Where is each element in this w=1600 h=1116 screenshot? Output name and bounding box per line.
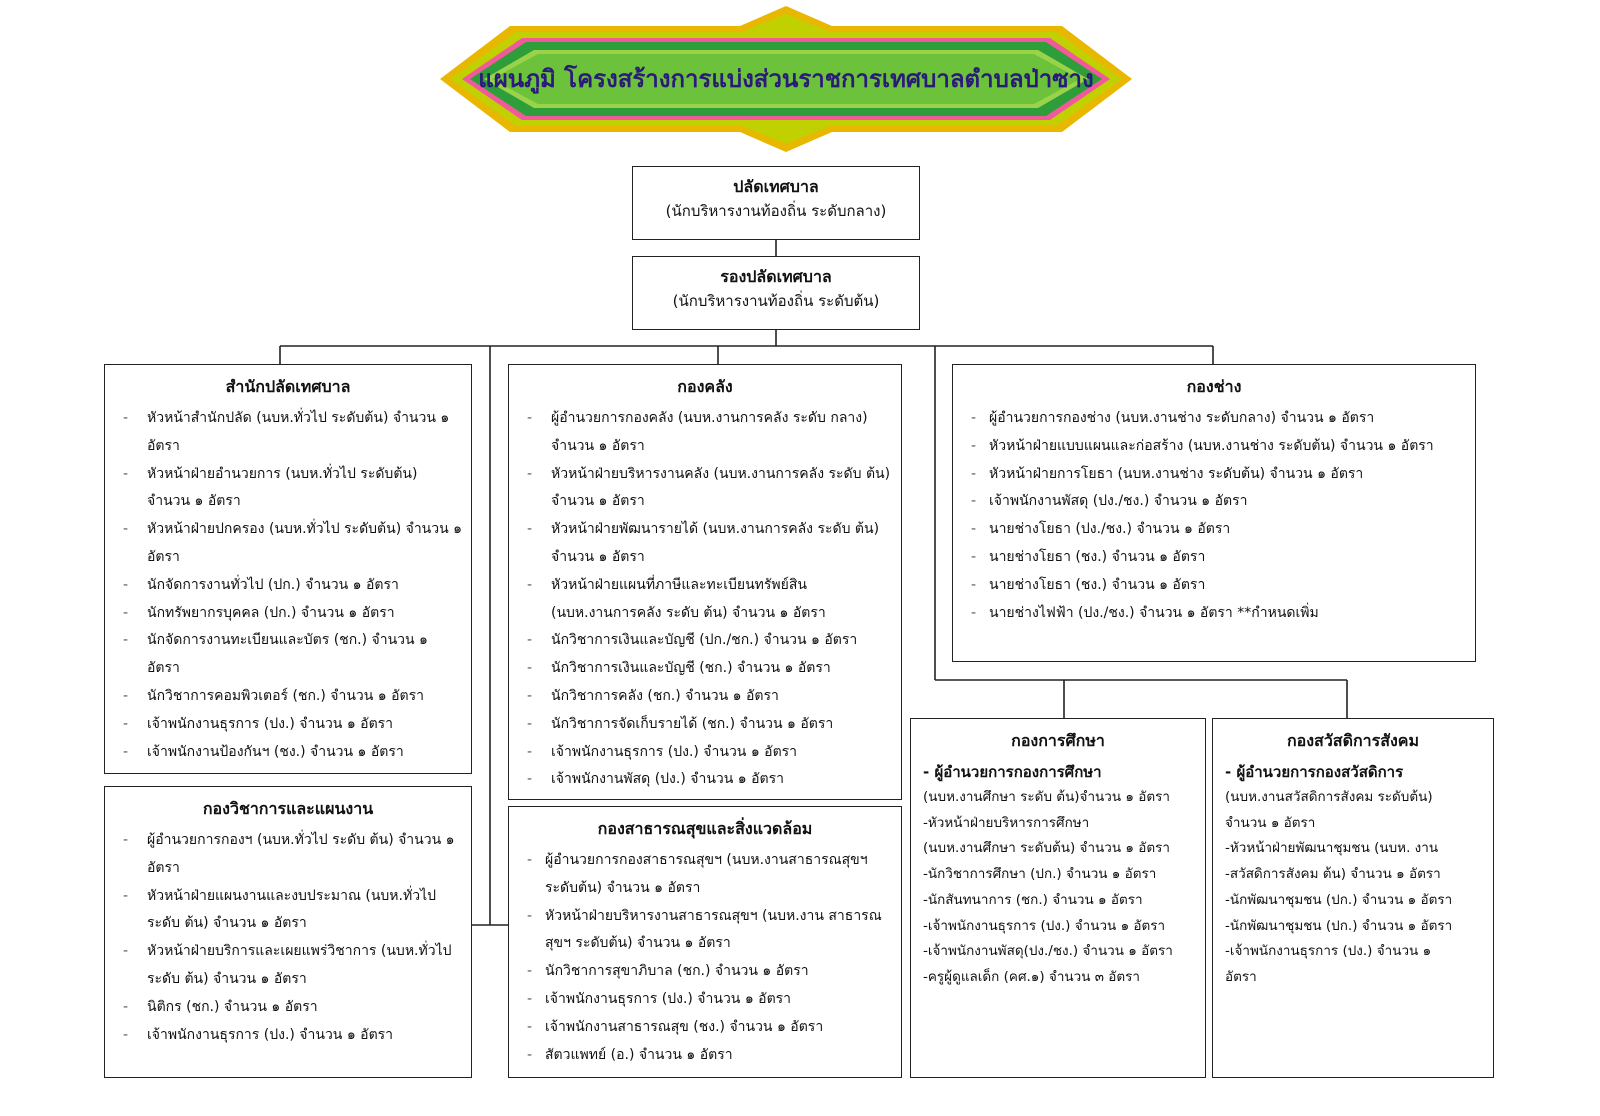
welfare-box: กองสวัสดิการสังคม - ผู้อำนวยการกองสวัสดิ… (1212, 718, 1494, 1078)
list-item: นักจัดการงานทั่วไป (ปก.) จำนวน ๑ อัตรา (123, 572, 463, 600)
list-item: จำนวน ๑ อัตรา (1225, 814, 1316, 831)
list-item: นักวิชาการสุขาภิบาล (ชก.) จำนวน ๑ อัตรา (527, 958, 893, 986)
planning-box: กองวิชาการและแผนงาน ผู้อำนวยการกองฯ (นบห… (104, 786, 472, 1078)
list-item: -เจ้าพนักงานธุรการ (ปง.) จำนวน ๑ อัตรา (923, 917, 1166, 934)
list-item: นักจัดการงานทะเบียนและบัตร (ชก.) จำนวน ๑… (123, 627, 463, 683)
education-box: กองการศึกษา - ผู้อำนวยการกองการศึกษา (นบ… (910, 718, 1206, 1078)
list-item: นักวิชาการเงินและบัญชี (ปก./ชก.) จำนวน ๑… (527, 627, 893, 655)
list-item: หัวหน้าฝ่ายการโยธา (นบห.งานช่าง ระดับต้น… (971, 461, 1467, 489)
list-item: เจ้าพนักงานสาธารณสุข (ชง.) จำนวน ๑ อัตรา (527, 1014, 893, 1042)
page-title: แผนภูมิ โครงสร้างการแบ่งส่วนราชการเทศบาล… (478, 64, 1094, 93)
deputy-subtitle: (นักบริหารงานท้องถิ่น ระดับต้น) (672, 292, 880, 310)
list-item: ผู้อำนวยการกองฯ (นบห.ทั่วไป ระดับ ต้น) จ… (123, 827, 463, 883)
chief-box: ปลัดเทศบาล (นักบริหารงานท้องถิ่น ระดับกล… (632, 166, 920, 240)
planning-staff-list: ผู้อำนวยการกองฯ (นบห.ทั่วไป ระดับ ต้น) จ… (105, 827, 471, 1049)
title-banner (440, 6, 1132, 152)
list-item: นายช่างไฟฟ้า (ปง./ชง.) จำนวน ๑ อัตรา **ก… (971, 600, 1467, 628)
list-item: หัวหน้าฝ่ายพัฒนารายได้ (นบห.งานการคลัง ร… (527, 516, 893, 572)
list-item: (นบห.งานศึกษา ระดับต้น) จำนวน ๑ อัตรา (923, 840, 1170, 857)
list-item: นายช่างโยธา (ชง.) จำนวน ๑ อัตรา (971, 544, 1467, 572)
list-item: นักวิชาการคลัง (ชก.) จำนวน ๑ อัตรา (527, 683, 893, 711)
list-item: (นบห.งานศึกษา ระดับ ต้น)จำนวน ๑ อัตรา (923, 789, 1170, 805)
welfare-title: กองสวัสดิการสังคม (1286, 731, 1420, 750)
welfare-staff-list: - ผู้อำนวยการกองสวัสดิการ (นบห.งานสวัสดิ… (1213, 753, 1493, 991)
list-item: นักวิชาการเงินและบัญชี (ชก.) จำนวน ๑ อัต… (527, 655, 893, 683)
chief-title: ปลัดเทศบาล (733, 177, 819, 196)
list-item: เจ้าพนักงานธุรการ (ปง.) จำนวน ๑ อัตรา (527, 986, 893, 1014)
list-item: หัวหน้าฝ่ายปกครอง (นบห.ทั่วไป ระดับต้น) … (123, 516, 463, 572)
list-item: หัวหน้าฝ่ายอำนวยการ (นบห.ทั่วไป ระดับต้น… (123, 461, 463, 517)
health-staff-list: ผู้อำนวยการกองสาธารณสุขฯ (นบห.งานสาธารณส… (509, 847, 901, 1069)
list-item: -สวัสดิการสังคม ต้น) จำนวน ๑ อัตรา (1225, 866, 1441, 883)
deputy-box: รองปลัดเทศบาล (นักบริหารงานท้องถิ่น ระดั… (632, 256, 920, 330)
list-item: -นักพัฒนาชุมชน (ปก.) จำนวน ๑ อัตรา (1225, 891, 1453, 908)
list-item: นักทรัพยากรบุคคล (ปก.) จำนวน ๑ อัตรา (123, 600, 463, 628)
deputy-title: รองปลัดเทศบาล (720, 267, 832, 286)
office-box: สำนักปลัดเทศบาล หัวหน้าสำนักปลัด (นบห.ทั… (104, 364, 472, 774)
welfare-head: - ผู้อำนวยการกองสวัสดิการ (1225, 763, 1404, 781)
list-item: เจ้าพนักงานพัสดุ (ปง.) จำนวน ๑ อัตรา (527, 766, 893, 794)
planning-title: กองวิชาการและแผนงาน (202, 799, 374, 818)
works-title: กองช่าง (1186, 377, 1242, 396)
list-item: (นบห.งานสวัสดิการสังคม ระดับต้น) (1225, 789, 1433, 805)
list-item: -ครูผู้ดูแลเด็ก (คศ.๑) จำนวน ๓ อัตรา (923, 968, 1140, 985)
education-title: กองการศึกษา (1011, 731, 1105, 750)
list-item: หัวหน้าสำนักปลัด (นบห.ทั่วไป ระดับต้น) จ… (123, 405, 463, 461)
list-item: ผู้อำนวยการกองสาธารณสุขฯ (นบห.งานสาธารณส… (527, 847, 893, 903)
finance-staff-list: ผู้อำนวยการกองคลัง (นบห.งานการคลัง ระดับ… (509, 405, 901, 794)
health-box: กองสาธารณสุขและสิ่งแวดล้อม ผู้อำนวยการกอ… (508, 806, 902, 1078)
list-item: -หัวหน้าฝ่ายพัฒนาชุมชน (นบห. งาน (1225, 840, 1439, 857)
list-item: -เจ้าพนักงานพัสดุ(ปง./ชง.) จำนวน ๑ อัตรา (923, 943, 1173, 960)
finance-title: กองคลัง (677, 377, 733, 396)
education-staff-list: - ผู้อำนวยการกองการศึกษา (นบห.งานศึกษา ร… (911, 753, 1205, 991)
list-item: หัวหน้าฝ่ายบริหารงานสาธารณสุขฯ (นบห.งาน … (527, 903, 893, 959)
list-item: -นักวิชาการศึกษา (ปก.) จำนวน ๑ อัตรา (923, 866, 1157, 883)
list-item: อัตรา (1225, 968, 1257, 985)
list-item: นายช่างโยธา (ปง./ชง.) จำนวน ๑ อัตรา (971, 516, 1467, 544)
list-item: หัวหน้าฝ่ายแผนงานและงบประมาณ (นบห.ทั่วไป… (123, 883, 463, 939)
list-item: เจ้าพนักงานธุรการ (ปง.) จำนวน ๑ อัตรา (123, 1022, 463, 1050)
list-item: นักวิชาการคอมพิวเตอร์ (ชก.) จำนวน ๑ อัตร… (123, 683, 463, 711)
list-item: -เจ้าพนักงานธุรการ (ปง.) จำนวน ๑ (1225, 943, 1432, 960)
list-item: ผู้อำนวยการกองช่าง (นบห.งานช่าง ระดับกลา… (971, 405, 1467, 433)
list-item: เจ้าพนักงานธุรการ (ปง.) จำนวน ๑ อัตรา (527, 739, 893, 767)
list-item: หัวหน้าฝ่ายแบบแผนและก่อสร้าง (นบห.งานช่า… (971, 433, 1467, 461)
health-title: กองสาธารณสุขและสิ่งแวดล้อม (597, 819, 813, 838)
list-item: -นักสันทนาการ (ชก.) จำนวน ๑ อัตรา (923, 891, 1143, 908)
education-head: - ผู้อำนวยการกองการศึกษา (923, 763, 1102, 781)
works-box: กองช่าง ผู้อำนวยการกองช่าง (นบห.งานช่าง … (952, 364, 1476, 662)
list-item: หัวหน้าฝ่ายแผนที่ภาษีและทะเบียนทรัพย์สิน… (527, 572, 893, 628)
list-item: หัวหน้าฝ่ายบริการและเผยแพร่วิชาการ (นบห.… (123, 938, 463, 994)
chief-subtitle: (นักบริหารงานท้องถิ่น ระดับกลาง) (665, 202, 887, 220)
office-title: สำนักปลัดเทศบาล (225, 377, 351, 396)
list-item: เจ้าพนักงานพัสดุ (ปง./ชง.) จำนวน ๑ อัตรา (971, 488, 1467, 516)
list-item: ผู้อำนวยการกองคลัง (นบห.งานการคลัง ระดับ… (527, 405, 893, 461)
works-staff-list: ผู้อำนวยการกองช่าง (นบห.งานช่าง ระดับกลา… (953, 405, 1475, 627)
office-staff-list: หัวหน้าสำนักปลัด (นบห.ทั่วไป ระดับต้น) จ… (105, 405, 471, 766)
list-item: -หัวหน้าฝ่ายบริหารการศึกษา (923, 814, 1090, 831)
list-item: หัวหน้าฝ่ายบริหารงานคลัง (นบห.งานการคลัง… (527, 461, 893, 517)
list-item: นายช่างโยธา (ชง.) จำนวน ๑ อัตรา (971, 572, 1467, 600)
list-item: นิติกร (ชก.) จำนวน ๑ อัตรา (123, 994, 463, 1022)
list-item: นักวิชาการจัดเก็บรายได้ (ชก.) จำนวน ๑ อั… (527, 711, 893, 739)
finance-box: กองคลัง ผู้อำนวยการกองคลัง (นบห.งานการคล… (508, 364, 902, 800)
list-item: สัตวแพทย์ (อ.) จำนวน ๑ อัตรา (527, 1042, 893, 1070)
list-item: เจ้าพนักงานป้องกันฯ (ชง.) จำนวน ๑ อัตรา (123, 739, 463, 767)
list-item: เจ้าพนักงานธุรการ (ปง.) จำนวน ๑ อัตรา (123, 711, 463, 739)
list-item: -นักพัฒนาชุมชน (ปก.) จำนวน ๑ อัตรา (1225, 917, 1453, 934)
